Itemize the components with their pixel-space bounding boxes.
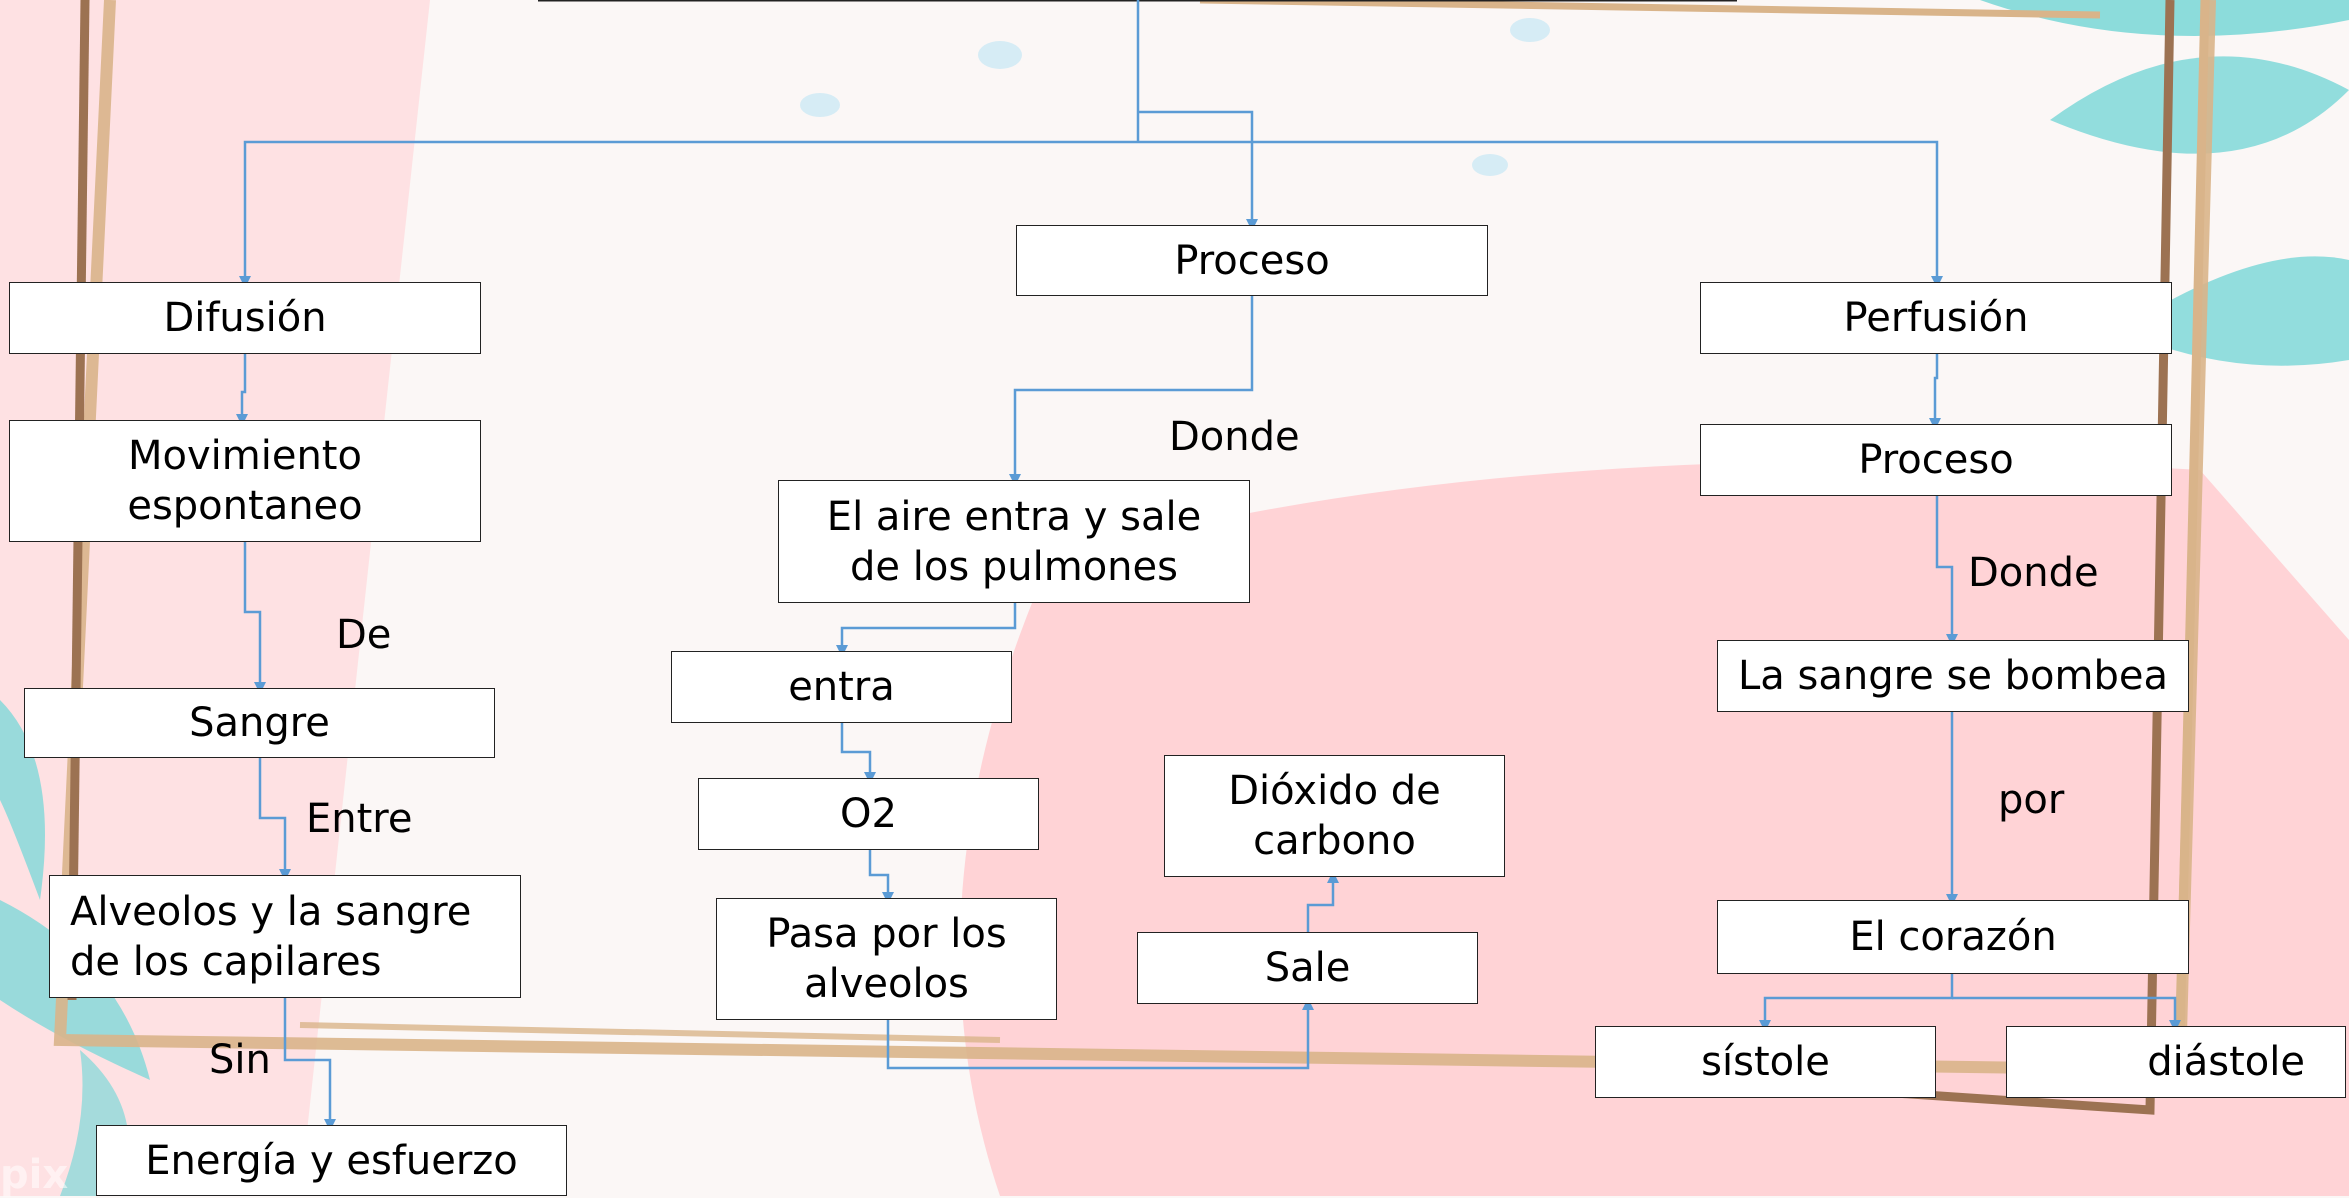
node-proceso-center: Proceso [1016,225,1488,296]
node-sangre: Sangre [24,688,495,758]
node-pasa: Pasa por los alveolos [716,898,1057,1020]
node-sale: Sale [1137,932,1478,1004]
label-sin: Sin [209,1037,271,1083]
node-dioxido: Dióxido de carbono [1164,755,1505,877]
node-difusion: Difusión [9,282,481,354]
node-aire: El aire entra y sale de los pulmones [778,480,1250,603]
node-diastole: diástole [2006,1026,2346,1098]
label-de: De [336,612,392,658]
label-por: por [1998,777,2065,823]
node-o2: O2 [698,778,1039,850]
node-sistole: sístole [1595,1026,1936,1098]
label-donde-right: Donde [1968,550,2099,596]
node-movimiento: Movimiento espontaneo [9,420,481,542]
node-perfusion: Perfusión [1700,282,2172,354]
node-alveolos-capilares: Alveolos y la sangre de los capilares [49,875,521,998]
label-entre: Entre [306,796,413,842]
node-energia: Energía y esfuerzo [96,1125,567,1196]
watermark-text: pix [0,1152,69,1198]
node-entra: entra [671,651,1012,723]
label-donde-center: Donde [1169,414,1300,460]
node-proceso-right: Proceso [1700,424,2172,496]
node-bombea: La sangre se bombea [1717,640,2189,712]
node-corazon: El corazón [1717,900,2189,974]
